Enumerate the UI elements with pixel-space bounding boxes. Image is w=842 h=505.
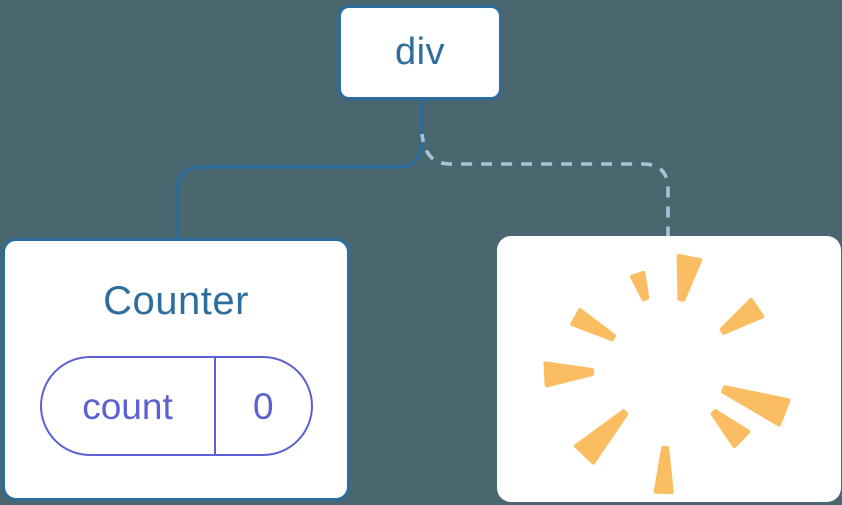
- poof-ray: [676, 253, 703, 302]
- poof-explosion-icon: [543, 253, 791, 495]
- state-value: 0: [252, 385, 274, 427]
- state-pill-divider: [213, 358, 216, 454]
- edge-solid-div-to-counter: [175, 97, 424, 241]
- state-key: count: [82, 385, 173, 427]
- poof-ray: [543, 361, 595, 388]
- poof-rays: [543, 253, 791, 495]
- poof-ray: [574, 409, 629, 465]
- poof-ray: [630, 270, 650, 302]
- poof-ray: [719, 297, 765, 335]
- root-node-label: div: [394, 31, 446, 73]
- poof-ray: [570, 308, 616, 342]
- state-pill: count 0: [39, 356, 313, 456]
- poof-ray: [653, 445, 674, 495]
- poof-ray: [710, 409, 751, 449]
- root-node-div: div: [338, 5, 502, 100]
- counter-node: Counter count 0: [2, 238, 350, 501]
- edge-dashed-div-to-removed: [420, 133, 670, 237]
- removed-node: [497, 236, 841, 502]
- poof-ray: [721, 385, 791, 427]
- counter-node-title: Counter: [103, 279, 249, 323]
